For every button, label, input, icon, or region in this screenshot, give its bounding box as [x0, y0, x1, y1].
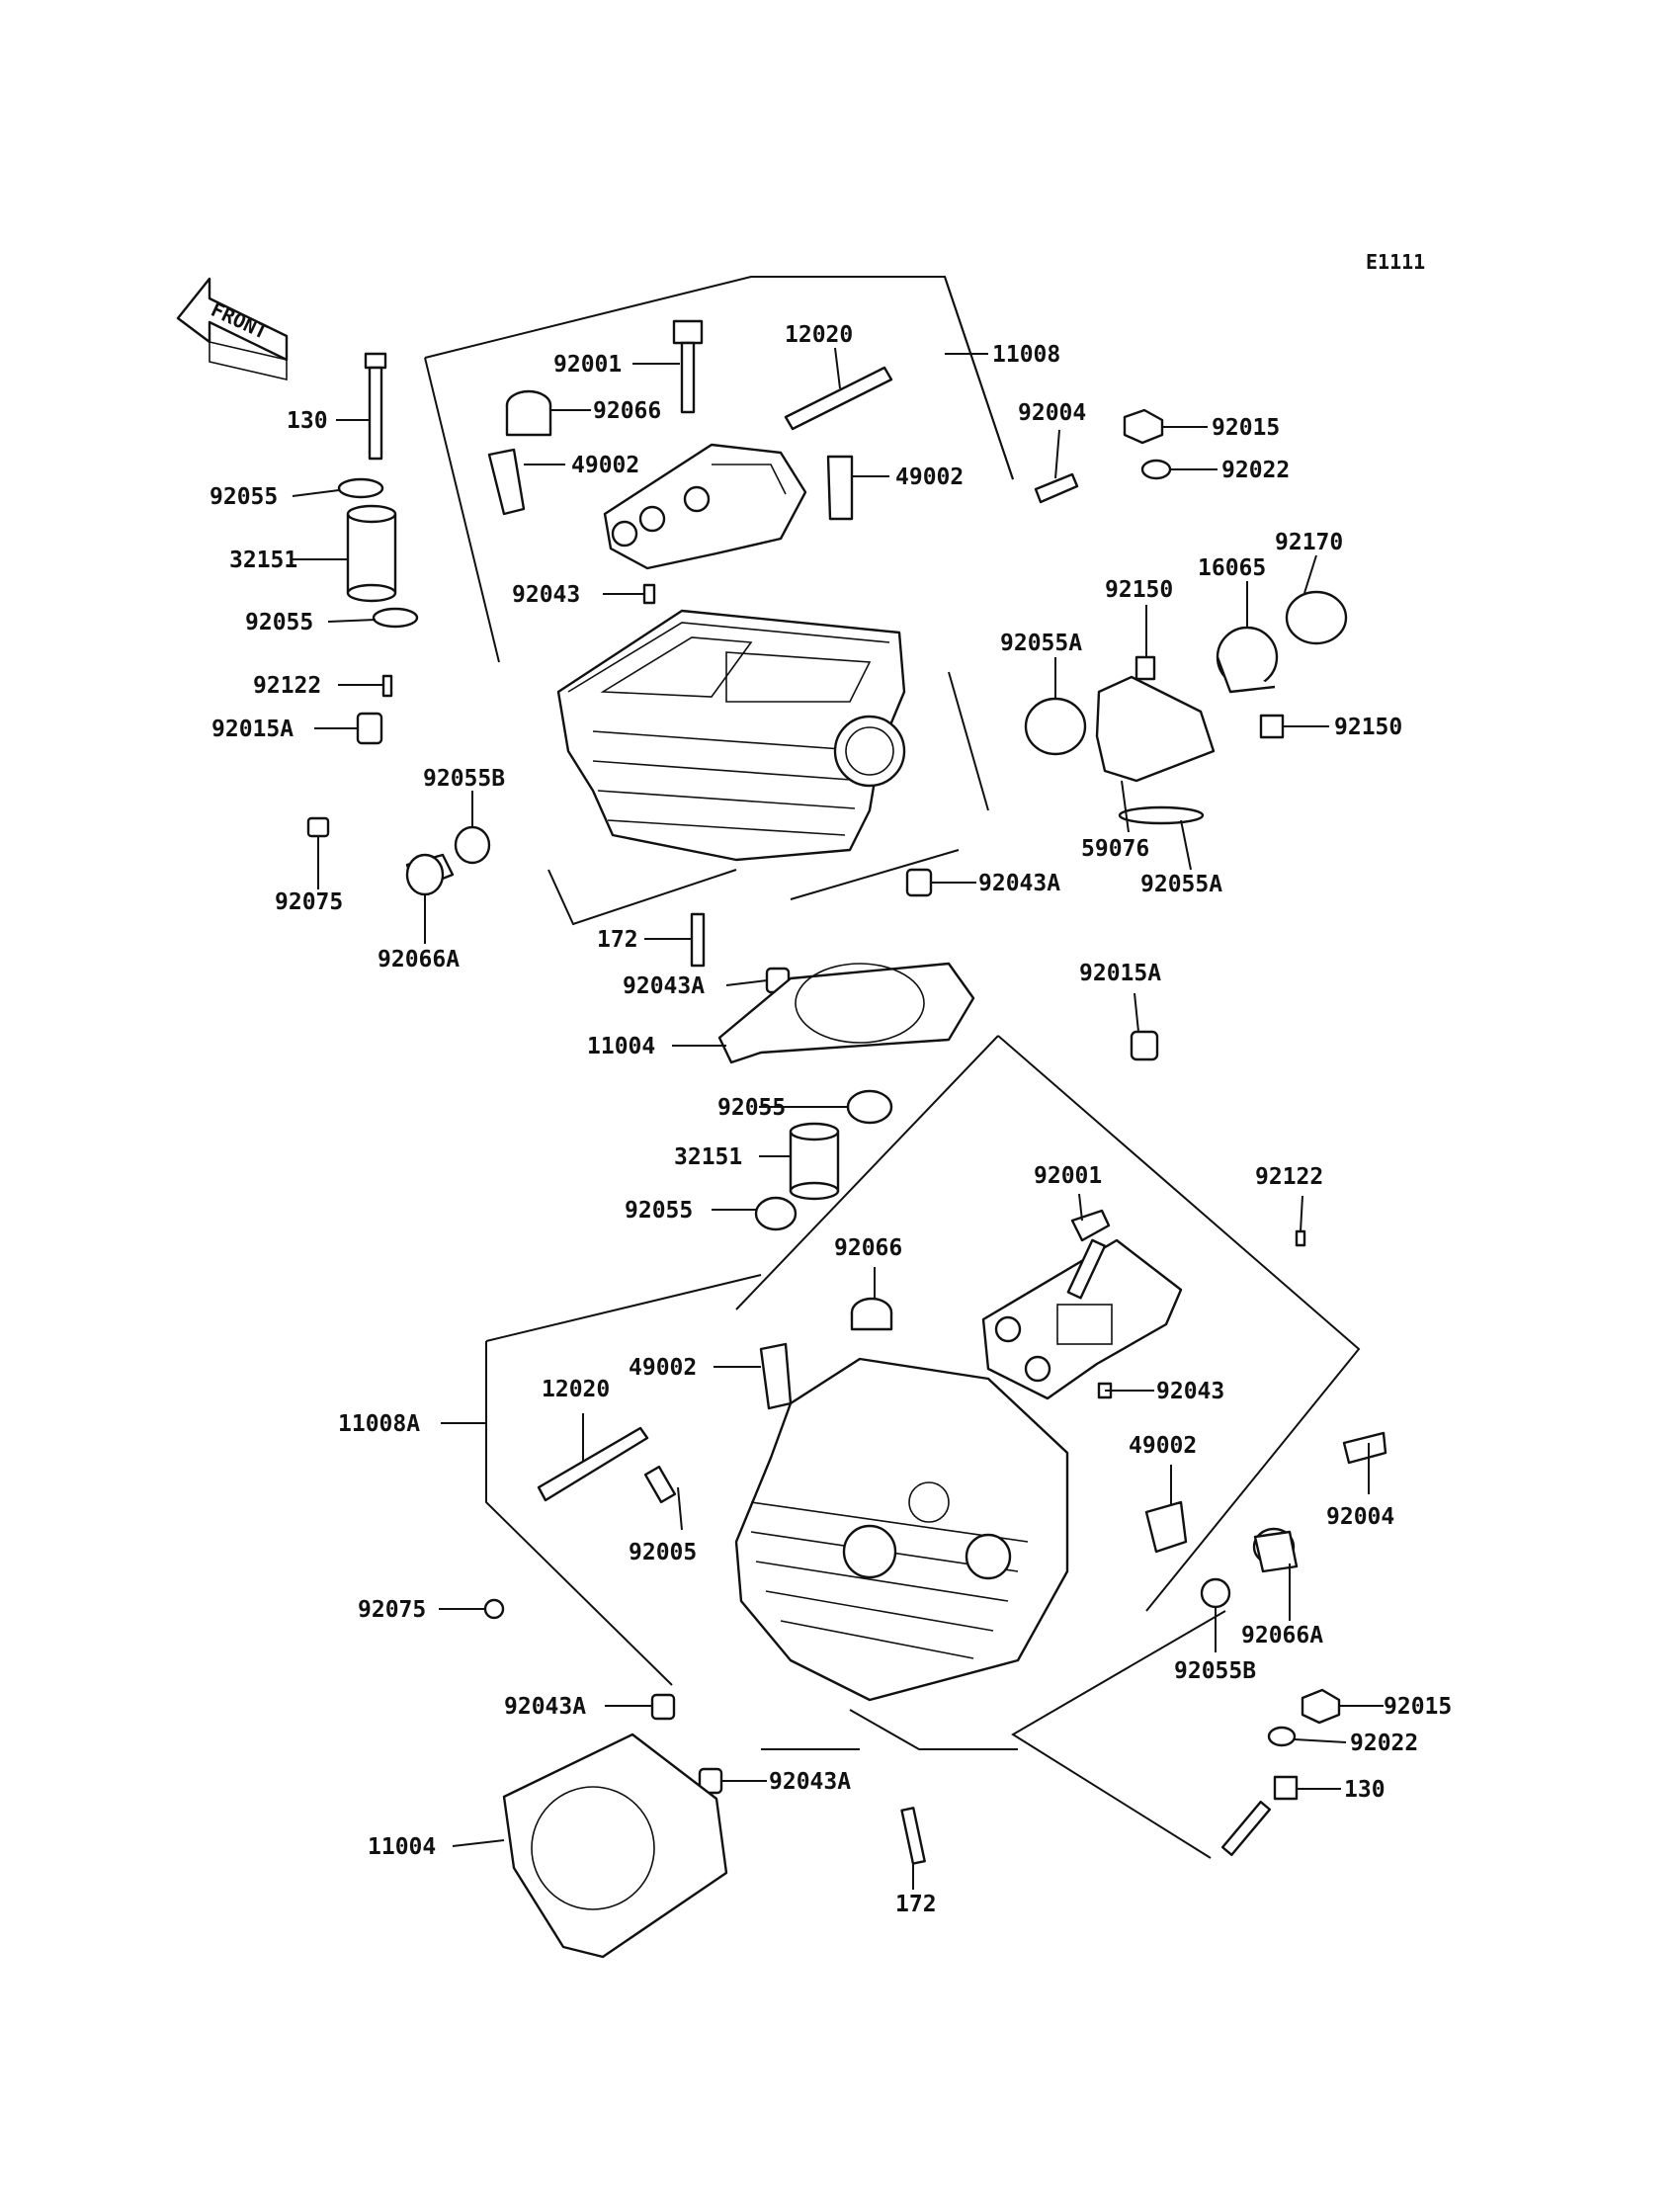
label-49002: 49002 — [895, 465, 964, 490]
label-92122: 92122 — [253, 673, 321, 699]
label-92066a: 92066A — [378, 947, 460, 972]
label-92043: 92043 — [1156, 1379, 1224, 1404]
label-59076: 59076 — [1081, 836, 1149, 862]
label-92043: 92043 — [512, 582, 580, 608]
label-11008: 11008 — [992, 342, 1060, 368]
label-92150: 92150 — [1105, 577, 1173, 603]
label-92055a: 92055A — [1000, 631, 1082, 656]
label-92015: 92015 — [1212, 415, 1280, 441]
rear-cylinder-head — [556, 609, 906, 862]
label-130: 130 — [1344, 1777, 1386, 1803]
label-92022: 92022 — [1221, 458, 1290, 483]
parts-lower — [483, 1030, 1387, 1959]
label-92043a: 92043A — [623, 973, 705, 999]
label-172: 172 — [895, 1892, 937, 1917]
label-92122: 92122 — [1255, 1164, 1323, 1190]
label-92055b: 92055B — [423, 766, 505, 792]
label-92066: 92066 — [834, 1235, 902, 1261]
label-11004: 11004 — [587, 1034, 655, 1059]
label-92005: 92005 — [629, 1540, 697, 1565]
label-172: 172 — [597, 927, 638, 953]
label-92001: 92001 — [1034, 1163, 1102, 1189]
label-92075: 92075 — [275, 889, 343, 915]
label-32151: 32151 — [674, 1144, 742, 1170]
front-rocker-holder — [981, 1238, 1183, 1400]
label-92015a: 92015A — [211, 717, 294, 742]
label-92055b: 92055B — [1174, 1658, 1256, 1684]
label-92055: 92055 — [625, 1198, 693, 1224]
label-92055: 92055 — [245, 610, 313, 635]
label-11004: 11004 — [368, 1834, 436, 1860]
label-92004: 92004 — [1326, 1504, 1394, 1530]
label-92001: 92001 — [553, 352, 622, 378]
label-92066: 92066 — [593, 398, 661, 424]
label-92004: 92004 — [1018, 400, 1086, 426]
label-92150: 92150 — [1334, 715, 1402, 740]
part-labels: 130 92055 32151 92055 92122 92015A 92075… — [210, 322, 1452, 1917]
label-12020: 12020 — [785, 322, 853, 348]
label-92075: 92075 — [358, 1597, 426, 1623]
label-92170: 92170 — [1275, 530, 1343, 555]
page-code: E1111 — [1366, 250, 1425, 274]
assembly-frames — [424, 276, 1361, 1859]
label-92015: 92015 — [1384, 1694, 1452, 1720]
label-92055: 92055 — [210, 484, 278, 510]
label-49002: 49002 — [629, 1355, 697, 1381]
front-cylinder-head — [734, 1357, 1069, 1702]
label-49002: 49002 — [571, 453, 639, 478]
label-92043a: 92043A — [978, 871, 1060, 896]
label-92043a: 92043A — [504, 1694, 586, 1720]
label-92055a: 92055A — [1140, 872, 1222, 897]
label-92015a: 92015A — [1079, 961, 1161, 986]
label-16065: 16065 — [1198, 555, 1266, 581]
label-92066a: 92066A — [1241, 1623, 1323, 1648]
label-11008a: 11008A — [338, 1411, 420, 1437]
label-92043a: 92043A — [769, 1769, 851, 1795]
parts-upper — [306, 319, 1348, 1064]
label-130: 130 — [287, 408, 328, 434]
front-arrow-icon: FRONT — [176, 277, 289, 381]
label-92022: 92022 — [1350, 1731, 1418, 1756]
label-12020: 12020 — [542, 1377, 610, 1402]
label-32151: 32151 — [229, 548, 297, 573]
rocker-holder — [603, 443, 807, 570]
label-92055: 92055 — [717, 1095, 786, 1121]
leader-lines — [292, 347, 1384, 1890]
label-49002: 49002 — [1129, 1433, 1197, 1459]
